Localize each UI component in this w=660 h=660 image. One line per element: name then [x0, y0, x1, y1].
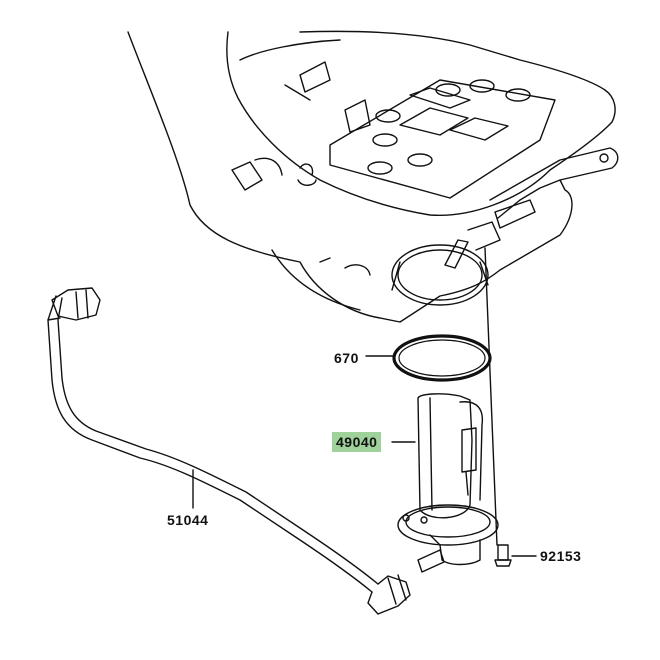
fuel-hose	[47, 287, 411, 615]
fuel-pump	[397, 393, 499, 573]
fuel-tank	[127, 30, 619, 323]
seat-pan	[231, 61, 556, 276]
part-number-92153[interactable]: 92153	[540, 548, 582, 564]
o-ring	[392, 334, 492, 382]
part-number-49040-highlighted[interactable]: 49040	[332, 432, 382, 452]
part-number-670[interactable]: 670	[334, 350, 359, 366]
assembly-axis	[484, 247, 498, 546]
bolt	[494, 544, 512, 567]
part-number-51044[interactable]: 51044	[167, 512, 209, 528]
